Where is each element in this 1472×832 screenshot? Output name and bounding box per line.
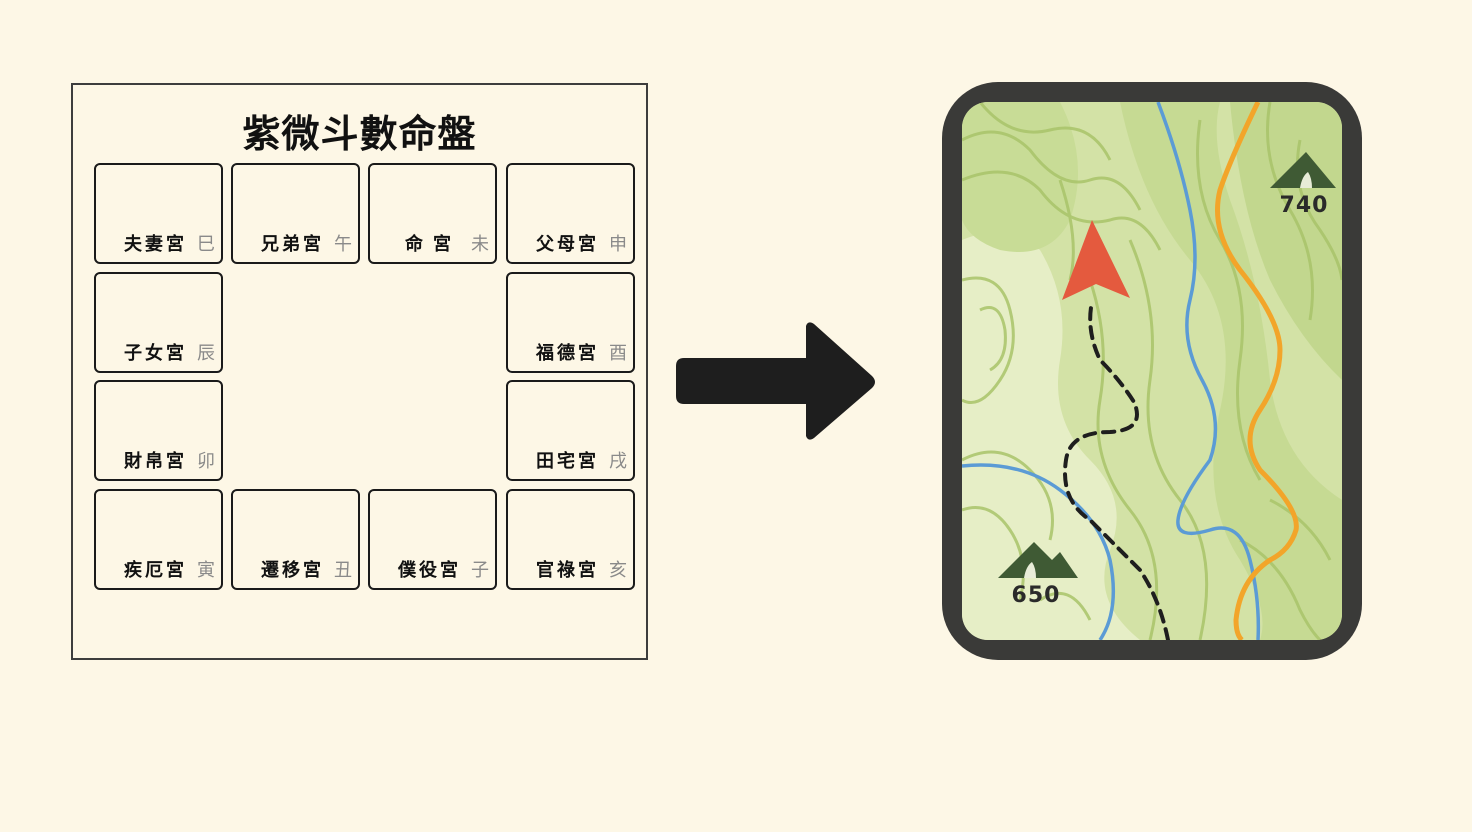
palace-name: 田宅宮	[536, 451, 599, 472]
palace-name: 命宮	[405, 234, 461, 255]
mountain-icon	[998, 542, 1078, 578]
palace-name: 父母宮	[536, 234, 599, 255]
palace-name: 子女宮	[124, 343, 187, 364]
palace-cell: 田宅宮 戌	[506, 380, 635, 481]
palace-name: 遷移宮	[261, 560, 324, 581]
location-marker-icon	[1062, 220, 1130, 300]
palace-cell: 官祿宮 亥	[506, 489, 635, 590]
earthly-branch: 戌	[609, 451, 627, 472]
earthly-branch: 申	[609, 234, 627, 255]
mountain-icon	[1270, 152, 1336, 188]
palace-cell: 子女宮 辰	[94, 272, 223, 373]
palace-cell: 財帛宮 卯	[94, 380, 223, 481]
palace-name: 兄弟宮	[261, 234, 324, 255]
palace-cell: 夫妻宮 巳	[94, 163, 223, 264]
earthly-branch: 辰	[197, 343, 215, 364]
right-arrow-icon	[676, 322, 875, 440]
palace-cell: 僕役宮 子	[368, 489, 497, 590]
palace-name: 官祿宮	[536, 560, 599, 581]
earthly-branch: 子	[471, 560, 489, 581]
chart-title: 紫微斗數命盤	[242, 112, 477, 156]
earthly-branch: 卯	[197, 451, 215, 472]
earthly-branch: 丑	[334, 560, 352, 581]
earthly-branch: 巳	[197, 234, 215, 255]
earthly-branch: 未	[471, 234, 489, 255]
earthly-branch: 午	[334, 234, 352, 255]
elevation-label-right: 740	[1280, 193, 1329, 218]
elevation-label-left: 650	[1012, 583, 1061, 608]
river-line	[1156, 102, 1261, 640]
palace-name: 財帛宮	[124, 451, 187, 472]
palace-cell: 疾厄宮 寅	[94, 489, 223, 590]
palace-cell: 福德宮 酉	[506, 272, 635, 373]
earthly-branch: 酉	[609, 343, 627, 364]
palace-cell: 兄弟宮 午	[231, 163, 360, 264]
river-branch-line	[962, 463, 1116, 640]
map-screen	[962, 102, 1342, 640]
earthly-branch: 寅	[197, 560, 215, 581]
trail-path	[1063, 300, 1170, 640]
palace-name: 疾厄宮	[124, 560, 187, 581]
palace-cell: 父母宮 申	[506, 163, 635, 264]
palace-name: 福德宮	[536, 343, 599, 364]
palace-cell: 命宮 未	[368, 163, 497, 264]
earthly-branch: 亥	[609, 560, 627, 581]
road-line	[1215, 102, 1299, 640]
palace-cell: 遷移宮 丑	[231, 489, 360, 590]
palace-name: 夫妻宮	[124, 234, 187, 255]
palace-name: 僕役宮	[398, 560, 461, 581]
ziwei-chart-panel: 紫微斗數命盤 夫妻宮 巳 兄弟宮 午 命宮 未 父母宮 申 子女宮 辰 福德宮 …	[71, 83, 648, 660]
gps-map-device: 740 650	[942, 82, 1362, 660]
